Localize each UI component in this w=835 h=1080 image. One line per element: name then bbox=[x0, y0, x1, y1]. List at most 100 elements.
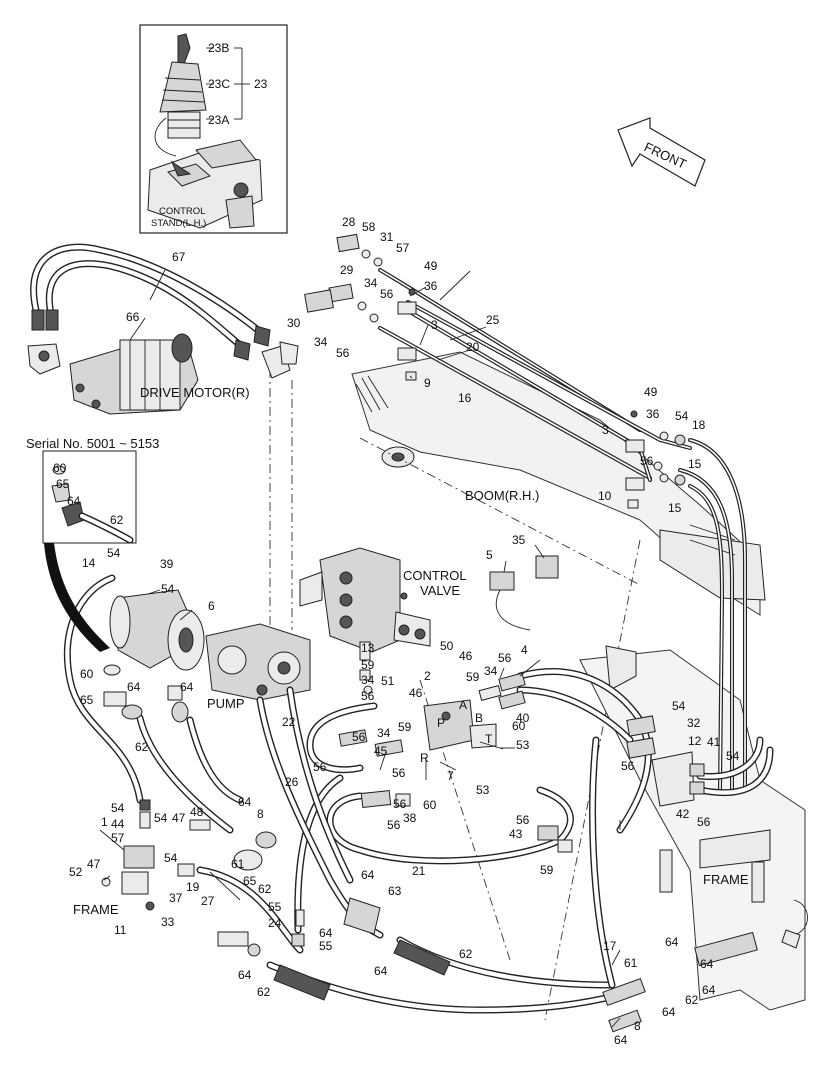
callout-47-94: 47 bbox=[172, 811, 186, 825]
callout-61-120: 61 bbox=[624, 956, 638, 970]
callout-18-26: 18 bbox=[692, 418, 706, 432]
callout-41-81: 41 bbox=[707, 735, 721, 749]
callout-64-110: 64 bbox=[361, 868, 375, 882]
callout-60-77: 60 bbox=[423, 798, 437, 812]
callout-19-104: 19 bbox=[186, 880, 200, 894]
callout-45-67: 45 bbox=[374, 744, 388, 758]
frame-left-label: FRAME bbox=[73, 902, 119, 917]
callout-56-86: 56 bbox=[516, 813, 530, 827]
callout-8-96: 8 bbox=[257, 807, 264, 821]
control-stand-label-2: STAND(L.H.) bbox=[151, 218, 206, 229]
callout-62-35: 62 bbox=[110, 513, 124, 527]
callout-10-31: 10 bbox=[598, 489, 612, 503]
callout-3-16: 3 bbox=[431, 318, 438, 332]
callout-50-47: 50 bbox=[440, 639, 454, 653]
callout-54-78: 54 bbox=[672, 699, 686, 713]
front-arrow bbox=[617, 117, 706, 187]
callout-56-51: 56 bbox=[498, 651, 512, 665]
callout-2-53: 2 bbox=[424, 669, 431, 683]
frame-right bbox=[579, 645, 808, 1011]
callout-56-12: 56 bbox=[380, 287, 394, 301]
callout-28-4: 28 bbox=[342, 215, 356, 229]
callout-59-88: 59 bbox=[540, 863, 554, 877]
pump-assembly bbox=[109, 589, 311, 701]
callout-7-70: 7 bbox=[447, 769, 454, 783]
callout-64-127: 64 bbox=[614, 1033, 628, 1047]
drive-motor-hoses bbox=[30, 243, 299, 379]
callout-53-72: 53 bbox=[476, 783, 490, 797]
callout-61-98: 61 bbox=[231, 857, 245, 871]
control-stand-label-1: CONTROL bbox=[159, 206, 205, 217]
callout-62-100: 62 bbox=[258, 882, 272, 896]
callout-34-11: 34 bbox=[364, 276, 378, 290]
callout-4-52: 4 bbox=[521, 643, 528, 657]
callout-34-45: 34 bbox=[361, 673, 375, 687]
callout-54-105: 54 bbox=[164, 851, 178, 865]
mid-fittings bbox=[338, 555, 705, 853]
callout-62-128: 62 bbox=[257, 985, 271, 999]
callout-51-54: 51 bbox=[381, 674, 395, 688]
control-valve-label-1: CONTROL bbox=[403, 568, 467, 583]
callout-65-99: 65 bbox=[243, 874, 257, 888]
callout-63-111: 63 bbox=[388, 884, 402, 898]
callout-60-59: 60 bbox=[80, 667, 94, 681]
callout-62-118: 62 bbox=[459, 947, 473, 961]
callout-62-123: 62 bbox=[685, 993, 699, 1007]
leader-lines bbox=[99, 269, 621, 1028]
callout-29-10: 29 bbox=[340, 263, 354, 277]
callout-8-126: 8 bbox=[634, 1019, 641, 1033]
callout-65-61: 65 bbox=[80, 693, 94, 707]
sensor-parts bbox=[400, 592, 408, 600]
callout-35-41: 35 bbox=[512, 533, 526, 547]
section-labels: DRIVE MOTOR(R) CONTROL VALVE PUMP BOOM(R… bbox=[26, 139, 749, 917]
left-fittings bbox=[101, 664, 305, 957]
callout-53-71: 53 bbox=[516, 738, 530, 752]
callout-46-55: 46 bbox=[409, 686, 423, 700]
callout-64-114: 64 bbox=[319, 926, 333, 940]
callout-64-34: 64 bbox=[67, 494, 81, 508]
callout-21-109: 21 bbox=[412, 864, 426, 878]
callout-23B-0: 23B bbox=[208, 41, 229, 55]
callout-56-74: 56 bbox=[313, 760, 327, 774]
boom-rh bbox=[351, 351, 766, 616]
callout-23-2: 23 bbox=[254, 77, 268, 91]
callout-64-122: 64 bbox=[700, 957, 714, 971]
callout-48-95: 48 bbox=[190, 805, 204, 819]
control-stand-inset bbox=[139, 24, 288, 234]
callout-34-14: 34 bbox=[314, 335, 328, 349]
callout-59-49: 59 bbox=[466, 670, 480, 684]
callout-26-73: 26 bbox=[285, 775, 299, 789]
callout-15-30: 15 bbox=[668, 501, 682, 515]
drive-motor bbox=[27, 333, 199, 415]
control-valve-label-2: VALVE bbox=[420, 583, 460, 598]
callout-36-9: 36 bbox=[424, 279, 438, 293]
callout-66-22: 66 bbox=[126, 310, 140, 324]
callout-6-40: 6 bbox=[208, 599, 215, 613]
callout-67-21: 67 bbox=[172, 250, 186, 264]
port-letter-p: P bbox=[437, 716, 445, 730]
callout-56-85: 56 bbox=[697, 815, 711, 829]
callout-54-82: 54 bbox=[726, 749, 740, 763]
callout-42-84: 42 bbox=[676, 807, 690, 821]
callout-54-93: 54 bbox=[154, 811, 168, 825]
callout-56-46: 56 bbox=[361, 689, 375, 703]
callout-64-62: 64 bbox=[180, 680, 194, 694]
callout-23C-1: 23C bbox=[208, 77, 230, 91]
callout-34-50: 34 bbox=[484, 664, 498, 678]
callout-49-8: 49 bbox=[424, 259, 438, 273]
callout-49-23: 49 bbox=[644, 385, 658, 399]
callout-12-80: 12 bbox=[688, 734, 702, 748]
callout-23A-3: 23A bbox=[208, 113, 229, 127]
callout-64-124: 64 bbox=[662, 1005, 676, 1019]
callout-52-101: 52 bbox=[69, 865, 83, 879]
callout-56-66: 56 bbox=[392, 766, 406, 780]
serial-label: Serial No. 5001 ~ 5153 bbox=[26, 436, 159, 451]
callout-64-97: 64 bbox=[238, 795, 252, 809]
callout-55-112: 55 bbox=[268, 900, 282, 914]
callout-43-87: 43 bbox=[509, 827, 523, 841]
callout-24-113: 24 bbox=[268, 916, 282, 930]
callout-1-69: 1 bbox=[101, 815, 108, 829]
